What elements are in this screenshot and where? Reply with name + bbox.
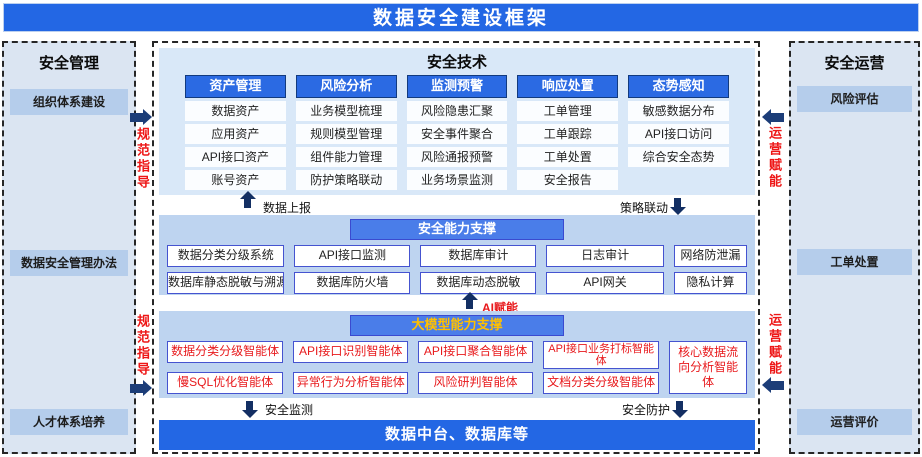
security-operations-panel: 安全运营 风险评估 工单处置 运营评价 bbox=[789, 41, 920, 454]
right-arrow-icon bbox=[130, 380, 152, 396]
down-arrow-icon bbox=[669, 198, 686, 215]
security-technology-title: 安全技术 bbox=[426, 54, 487, 71]
tech-cell: 工单跟踪 bbox=[517, 124, 619, 144]
security-capability-panel: 安全能力支撑 数据分类分级系统 API接口监测 数据库审计 日志审计 网络防泄漏… bbox=[159, 215, 755, 295]
enable-flow-label-bottom: 运营赋能 bbox=[767, 313, 782, 377]
support-cell: 网络防泄漏 bbox=[673, 245, 748, 267]
agent-cell-tall: 核心数据流向分析智能体 bbox=[669, 341, 748, 394]
support-cell: 数据库动态脱敏 bbox=[420, 272, 537, 294]
tech-cell: 敏感数据分布 bbox=[628, 101, 729, 121]
tech-cell: 工单处置 bbox=[517, 147, 619, 167]
agent-cell: 文档分类分级智能体 bbox=[542, 372, 660, 394]
left-arrow-icon bbox=[762, 109, 784, 125]
support-cell: API网关 bbox=[546, 272, 664, 294]
security-operations-title: 安全运营 bbox=[824, 55, 885, 72]
tech-cell: 综合安全态势 bbox=[628, 147, 729, 167]
agent-cell: API接口聚合智能体 bbox=[418, 341, 533, 363]
policy-link-label: 策略联动 bbox=[620, 201, 669, 215]
page-title: 数据安全建设框架 bbox=[3, 3, 919, 32]
llm-column: API接口业务打标智能体 文档分类分级智能体 bbox=[542, 341, 660, 394]
support-cell: 数据分类分级系统 bbox=[167, 245, 285, 267]
llm-column: 数据分类分级智能体 慢SQL优化智能体 bbox=[167, 341, 284, 394]
tech-header-row: 资产管理 风险分析 监测预警 响应处置 态势感知 bbox=[185, 75, 729, 98]
support-cell: API接口监测 bbox=[294, 245, 411, 267]
support-row: 数据分类分级系统 API接口监测 数据库审计 日志审计 网络防泄漏 bbox=[167, 245, 748, 267]
down-arrow-icon bbox=[241, 401, 258, 418]
tech-header-response: 响应处置 bbox=[517, 75, 619, 98]
management-item-organization: 组织体系建设 bbox=[10, 89, 128, 115]
agent-cell: API接口识别智能体 bbox=[293, 341, 409, 363]
security-protect-label: 安全防护 bbox=[622, 403, 671, 417]
tech-cell: API接口访问 bbox=[628, 124, 729, 144]
security-capability-title: 安全能力支撑 bbox=[350, 219, 564, 240]
management-item-talent: 人才体系培养 bbox=[10, 409, 128, 435]
down-arrow-icon bbox=[671, 401, 688, 418]
tech-header-asset: 资产管理 bbox=[185, 75, 286, 98]
tech-cell: 安全报告 bbox=[517, 170, 619, 190]
support-cell: 数据库静态脱敏与溯源 bbox=[167, 272, 285, 294]
tech-header-monitor: 监测预警 bbox=[406, 75, 508, 98]
support-cell: 数据库审计 bbox=[420, 245, 537, 267]
tech-cell: 账号资产 bbox=[185, 170, 286, 190]
llm-capability-title: 大模型能力支撑 bbox=[350, 315, 564, 336]
support-cell: 数据库防火墙 bbox=[294, 272, 411, 294]
data-platform-bar: 数据中台、数据库等 bbox=[159, 420, 755, 450]
enable-flow-label-top: 运营赋能 bbox=[767, 126, 782, 190]
up-arrow-icon bbox=[239, 191, 256, 208]
tech-row: 账号资产 防护策略联动 业务场景监测 安全报告 bbox=[185, 170, 729, 190]
security-monitor-label: 安全监测 bbox=[265, 403, 314, 417]
tech-cell-empty bbox=[628, 170, 729, 190]
tech-header-situation: 态势感知 bbox=[628, 75, 729, 98]
agent-cell: 数据分类分级智能体 bbox=[167, 341, 284, 363]
security-management-panel: 安全管理 组织体系建设 数据安全管理办法 人才体系培养 bbox=[2, 41, 136, 454]
operations-item-risk-assess: 风险评估 bbox=[797, 86, 912, 112]
tech-cell: 安全事件聚合 bbox=[406, 124, 508, 144]
support-cell: 隐私计算 bbox=[673, 272, 748, 294]
tech-cell: 风险通报预警 bbox=[406, 147, 508, 167]
support-cell: 日志审计 bbox=[546, 245, 664, 267]
operations-item-evaluate: 运营评价 bbox=[797, 409, 912, 435]
up-arrow-icon bbox=[461, 292, 478, 309]
llm-column: API接口识别智能体 异常行为分析智能体 bbox=[293, 341, 409, 394]
tech-cell: 组件能力管理 bbox=[295, 147, 397, 167]
tech-cell: 规则模型管理 bbox=[295, 124, 397, 144]
tech-header-risk: 风险分析 bbox=[295, 75, 397, 98]
right-arrow-icon bbox=[130, 109, 152, 125]
tech-cell: 风险隐患汇聚 bbox=[406, 101, 508, 121]
tech-cell: 数据资产 bbox=[185, 101, 286, 121]
guide-flow-label-top: 规范指导 bbox=[135, 127, 150, 191]
agent-cell: 异常行为分析智能体 bbox=[293, 372, 409, 394]
agent-cell: 风险研判智能体 bbox=[418, 372, 533, 394]
left-arrow-icon bbox=[762, 377, 784, 393]
support-row: 数据库静态脱敏与溯源 数据库防火墙 数据库动态脱敏 API网关 隐私计算 bbox=[167, 272, 748, 294]
llm-column: API接口聚合智能体 风险研判智能体 bbox=[418, 341, 533, 394]
tech-row: 数据资产 业务模型梳理 风险隐患汇聚 工单管理 敏感数据分布 bbox=[185, 101, 729, 121]
tech-cell: API接口资产 bbox=[185, 147, 286, 167]
tech-cell: 防护策略联动 bbox=[295, 170, 397, 190]
agent-cell: 慢SQL优化智能体 bbox=[167, 372, 284, 394]
data-report-label: 数据上报 bbox=[263, 201, 312, 215]
operations-item-ticket: 工单处置 bbox=[797, 249, 912, 275]
security-technology-panel: 安全技术 资产管理 风险分析 监测预警 响应处置 态势感知 数据资产 业务模型梳… bbox=[159, 48, 755, 195]
tech-row: API接口资产 组件能力管理 风险通报预警 工单处置 综合安全态势 bbox=[185, 147, 729, 167]
tech-row: 应用资产 规则模型管理 安全事件聚合 工单跟踪 API接口访问 bbox=[185, 124, 729, 144]
llm-capability-panel: 大模型能力支撑 数据分类分级智能体 慢SQL优化智能体 API接口识别智能体 异… bbox=[159, 311, 755, 398]
tech-cell: 应用资产 bbox=[185, 124, 286, 144]
management-item-policy: 数据安全管理办法 bbox=[10, 250, 128, 276]
tech-cell: 业务场景监测 bbox=[406, 170, 508, 190]
guide-flow-label-bottom: 规范指导 bbox=[135, 314, 150, 378]
tech-cell: 业务模型梳理 bbox=[295, 101, 397, 121]
security-technology-box: 安全技术 资产管理 风险分析 监测预警 响应处置 态势感知 数据资产 业务模型梳… bbox=[152, 41, 760, 454]
llm-grid: 数据分类分级智能体 慢SQL优化智能体 API接口识别智能体 异常行为分析智能体… bbox=[167, 341, 748, 394]
agent-cell: API接口业务打标智能体 bbox=[542, 341, 660, 369]
security-management-title: 安全管理 bbox=[38, 55, 99, 72]
tech-cell: 工单管理 bbox=[517, 101, 619, 121]
